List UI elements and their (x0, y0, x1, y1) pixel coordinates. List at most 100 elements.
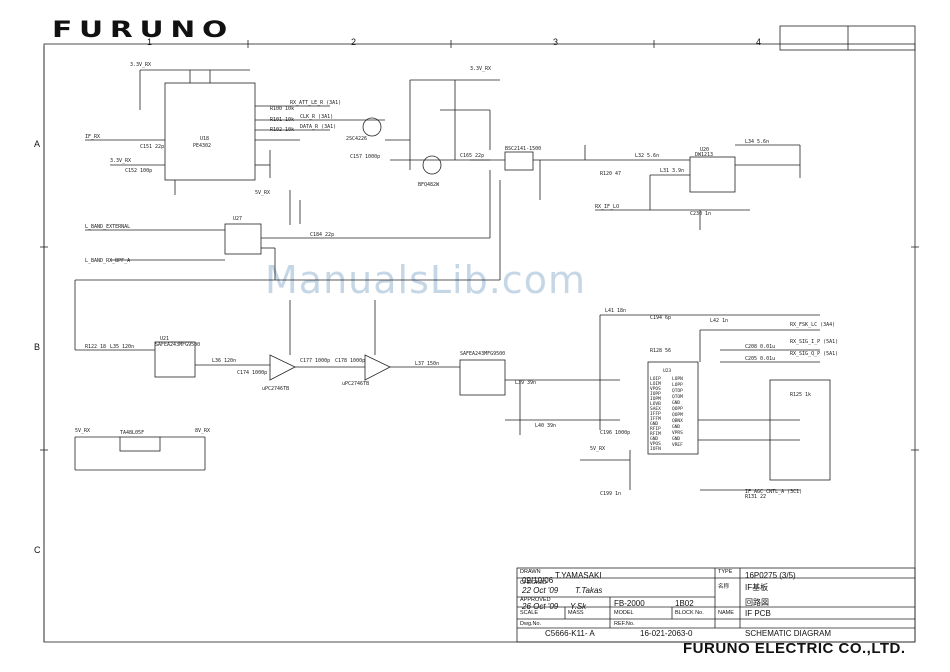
net-label: 3.3V_RX (110, 158, 131, 164)
u23-pin: LOPN (672, 376, 683, 382)
part-label: C208 0.01u (745, 344, 775, 350)
row-letter-a: A (34, 139, 41, 149)
mass-label: MASS (568, 610, 584, 616)
part-label: C184 22p (310, 232, 334, 238)
drawn-date: 09/10/06 (522, 576, 554, 585)
u23-pin: IFFP (650, 411, 661, 417)
part-label: R120 47 (600, 171, 621, 177)
u23-pin: LOIP (650, 376, 661, 382)
ic-part: TA48L05F (120, 430, 144, 436)
u27-ic (224, 223, 262, 255)
part-label: C177 1000p (300, 358, 330, 364)
part-label: L36 120n (212, 358, 236, 364)
sub-jp-value: 回路図 (745, 598, 769, 607)
ic-ref: U20 (700, 147, 709, 153)
net-label: L_BAND_RX_BPF_A (85, 258, 130, 264)
ic-ref: U23 (663, 368, 671, 374)
q14-transistor (362, 117, 382, 137)
ic-ref: U27 (233, 216, 242, 222)
net-label: 5V_RX (75, 428, 90, 434)
net-label: RX_SIG_I_P (5A1) (790, 339, 838, 345)
checked-date: 22 Oct '09 (522, 586, 559, 595)
dwg-label: Dwg.No. (520, 621, 542, 627)
u23-pin: IOFN (650, 446, 661, 452)
block-label: BLOCK No. (675, 610, 704, 616)
row-letter-b: B (34, 342, 41, 352)
ic-part: DW1213 (695, 152, 713, 158)
ic-part: 2SC4226 (346, 136, 367, 142)
u23-pin: LOPP (672, 382, 683, 388)
net-label: IF_AGC_CNTL_A (3C1) (745, 489, 802, 495)
part-label: C230 1n (690, 211, 711, 217)
title-block (516, 567, 916, 643)
u23-pin: SAEX (650, 406, 661, 412)
column-number-3: 3 (553, 37, 559, 47)
q15-transistor (422, 155, 442, 175)
part-label: L34 5.6n (745, 139, 769, 145)
u23-pin: GND (672, 400, 680, 406)
net-label: 3.3V_RX (130, 62, 151, 68)
checked-label: CHECKED (520, 580, 547, 586)
net-label: RX_SIG_Q_P (5A1) (790, 351, 838, 357)
column-number-1: 1 (147, 37, 153, 47)
part-label: L41 18n (605, 308, 626, 314)
u23-pin: GND (672, 424, 680, 430)
u18-ic (164, 82, 256, 181)
type-label: TYPE (718, 569, 733, 575)
net-label: CLK_R (3A1) (300, 114, 333, 120)
ic-part: uPC2746TB (262, 386, 289, 392)
ic-part: SAFEA243MFG9500 (460, 351, 505, 357)
ic-part: BSC2141-1500 (505, 146, 541, 152)
part-label: R102 10k (270, 127, 294, 133)
net-label: L_BAND_EXTERNAL (85, 224, 130, 230)
part-label: R128 56 (650, 348, 671, 354)
net-label: 3.3V_RX (470, 66, 491, 72)
name-jp-label: 名称 (718, 584, 730, 590)
u23-pin: VREF (672, 442, 683, 448)
ic-part: PE4302 (193, 143, 211, 149)
part-label: C178 1000p (335, 358, 365, 364)
ic-ref: U21 (160, 336, 169, 342)
u23-pin: QOPM (672, 412, 683, 418)
u23-pin: QTOP (672, 388, 683, 394)
name-value: IF PCB (745, 609, 771, 618)
part-label: C196 1000p (600, 430, 630, 436)
bias-network (769, 379, 831, 481)
part-label: C152 100p (125, 168, 152, 174)
u23-pin: IFFM (650, 416, 661, 422)
ic-part: BFQ482W (418, 182, 440, 188)
part-label: R122 18 (85, 344, 106, 350)
part-label: C174 1000p (237, 370, 267, 376)
part-label: C205 0.01u (745, 356, 775, 362)
net-label: 5V_RX (590, 446, 605, 452)
part-label: L37 150n (415, 361, 439, 367)
approved-date: 26 Oct '09 (522, 602, 559, 611)
part-label: R131 22 (745, 494, 766, 500)
u23-pin: GND (672, 436, 680, 442)
drawn-label: DRAWN (520, 569, 541, 575)
approved-label: APPROVED (520, 597, 551, 603)
column-number-2: 2 (351, 37, 357, 47)
net-label: RX_IF_LO (595, 204, 619, 210)
part-label: C194 6p (650, 315, 671, 321)
approved-sign: Y.Sk (570, 602, 587, 611)
u23-pin: VPRS (672, 430, 683, 436)
column-number-4: 4 (756, 37, 762, 47)
u19-filter (504, 151, 534, 171)
name-jp-value: IF基板 (745, 583, 769, 592)
part-label: C165 22p (460, 153, 484, 159)
u23-pin: VPOS (650, 441, 661, 447)
u23-pin: VPOS (650, 386, 661, 392)
u23-pin: QTOM (672, 394, 683, 400)
u23-pin: GND (650, 436, 658, 442)
part-label: C157 1000p (350, 154, 380, 160)
part-label: L35 120n (110, 344, 134, 350)
model-value: FB-2000 (614, 599, 645, 608)
u25-amp (364, 354, 391, 381)
u23-pin: IOPM (650, 396, 661, 402)
u23-pin: QBNX (672, 418, 683, 424)
net-label: IF_RX (85, 134, 100, 140)
block-value: 1B02 (675, 599, 694, 608)
row-letter-c: C (34, 545, 41, 555)
u23-pin: IOPP (650, 391, 661, 397)
